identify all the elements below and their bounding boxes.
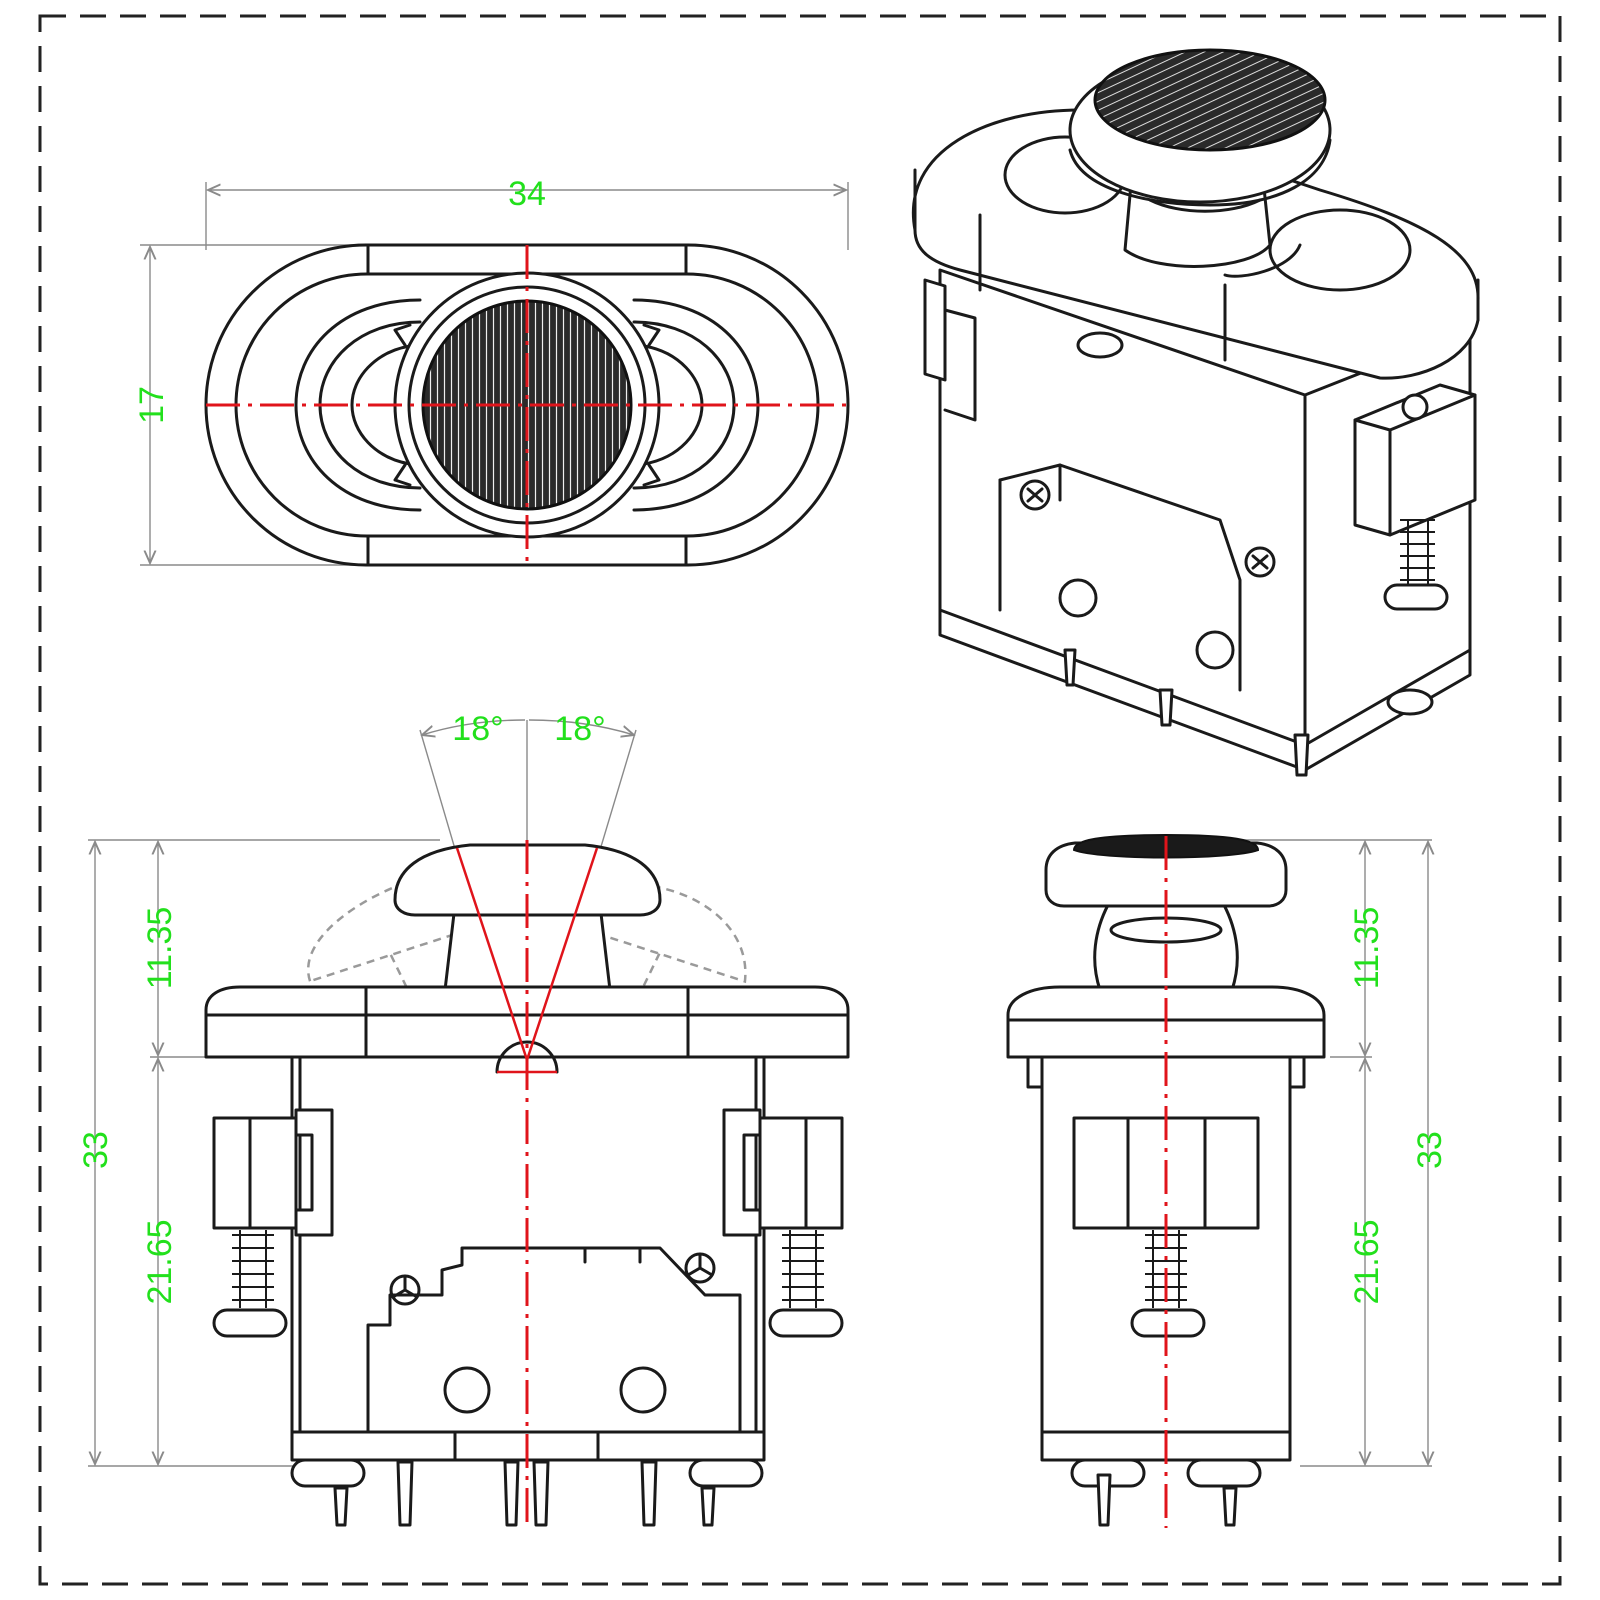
side-total-height-label: 33 [1411,1131,1449,1169]
top-width-label: 34 [508,175,546,213]
front-inner-switch [366,1246,742,1434]
front-pins [333,1460,716,1527]
front-left-clip [212,1108,334,1338]
top-width-dimension: 34 [205,175,849,250]
drawing-frame [38,14,1562,1586]
iso-spring [1383,519,1449,611]
top-height-label: 17 [133,386,171,424]
front-lower-height-label: 21.65 [141,1219,179,1304]
front-left-spring [232,1230,274,1308]
front-angle-dimension: 18° 18° [419,710,637,901]
side-height-dimensions: 11.35 21.65 33 [1230,839,1449,1467]
front-view: 18° 18° 33 11.35 21.65 [77,710,850,1527]
iso-knob-grip [1093,48,1327,152]
front-right-clip [722,1108,844,1338]
top-view: 34 17 [133,175,850,567]
side-view: 11.35 21.65 33 [1006,833,1449,1528]
side-upper-height-label: 11.35 [1348,907,1386,990]
front-angle-left-label: 18° [452,710,503,748]
top-height-dimension: 17 [133,244,370,566]
front-upper-height-label: 11.35 [141,907,179,990]
front-angle-right-label: 18° [554,710,605,748]
front-right-spring [782,1230,824,1308]
front-height-dimensions: 33 11.35 21.65 [77,839,440,1467]
side-lower-height-label: 21.65 [1348,1219,1386,1304]
side-knob-cap [1044,841,1288,908]
left-pocket [294,298,422,512]
isometric-view [911,48,1480,777]
front-total-height-label: 33 [77,1131,115,1169]
